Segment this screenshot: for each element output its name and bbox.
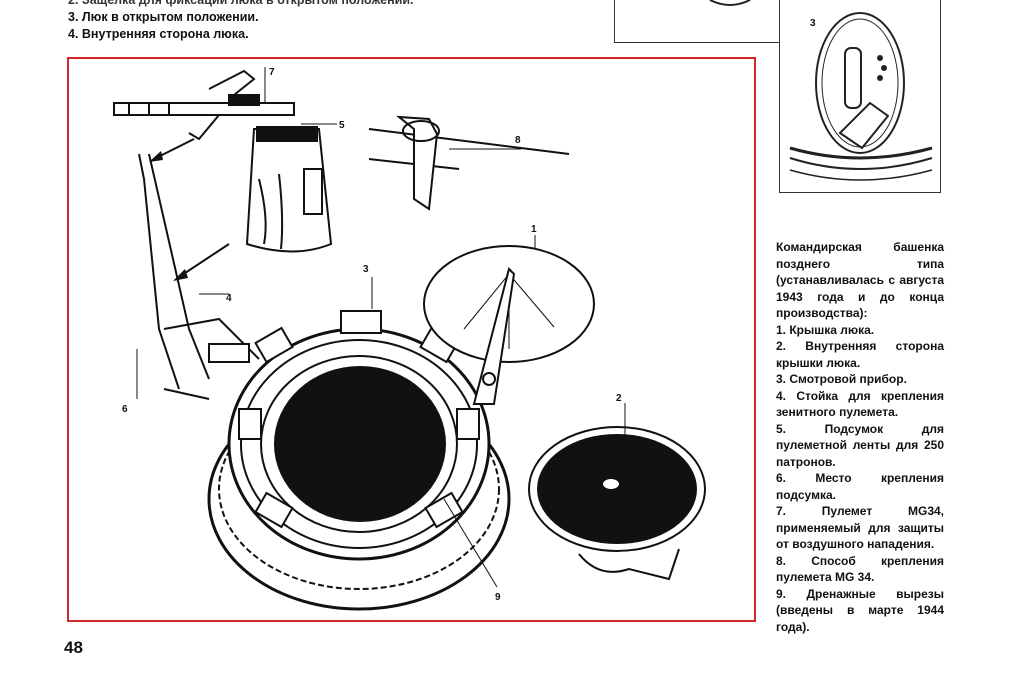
top-list-line: 4. Внутренняя сторона люка. (68, 27, 249, 41)
cupola-drawing (207, 310, 511, 611)
inner-lid-drawing (528, 426, 706, 581)
callout-2: 2 (616, 393, 622, 404)
caption-item: 4. Стойка для крепления зенитного пулеме… (776, 388, 944, 420)
caption-item: 9. Дренажные вырезы (введены в марте 194… (776, 586, 944, 634)
caption-item: 5. Подсумок для пулеметной ленты для 250… (776, 421, 944, 469)
callout-6: 6 (122, 404, 128, 415)
top-caption-list: 2. Защелка для фиксации люка в открытом … (68, 0, 588, 43)
figure-frame: 7 5 8 (67, 57, 756, 622)
caption-intro: Командирская башенка позднего типа (уста… (776, 240, 944, 320)
pintle-mount-drawing (138, 153, 260, 400)
top-list-line: 2. Защелка для фиксации люка в открытом … (68, 0, 414, 7)
caption-item: 8. Способ крепления пулемета MG 34. (776, 553, 944, 585)
ammo-pouch-drawing (245, 126, 333, 253)
mounting-detail-drawing (368, 115, 570, 211)
inset-top-drawing (709, 0, 751, 6)
inset-callout-3: 3 (810, 18, 816, 29)
inset-frame-hatch-detail: 3 (779, 0, 941, 193)
mg34-drawing (113, 69, 295, 141)
callout-5: 5 (339, 120, 345, 131)
caption-item: 6. Место крепления подсумка. (776, 471, 944, 502)
caption-item: 3. Смотровой прибор. (776, 372, 907, 386)
page-number: 48 (64, 638, 83, 657)
caption-item: 7. Пулемет MG34, применяемый для защиты … (776, 504, 944, 551)
inset-frame-top (614, 0, 786, 43)
hatch-lid-drawing (423, 245, 595, 405)
callout-7: 7 (269, 67, 275, 78)
caption-item: 1. Крышка люка. (776, 322, 875, 337)
callout-8: 8 (515, 135, 521, 146)
caption-item: 2. Внутренняя сторона крышки люка. (776, 339, 944, 370)
callout-9: 9 (495, 592, 501, 603)
figure-caption: Командирская башенка позднего типа (уста… (776, 239, 944, 635)
callout-1: 1 (531, 224, 537, 235)
top-list-line: 3. Люк в открытом положении. (68, 10, 259, 24)
cupola-illustration: 7 5 8 (113, 67, 706, 611)
callout-3: 3 (363, 264, 369, 275)
inset-hatch-drawing: 3 (789, 12, 933, 181)
callout-4: 4 (226, 293, 232, 304)
